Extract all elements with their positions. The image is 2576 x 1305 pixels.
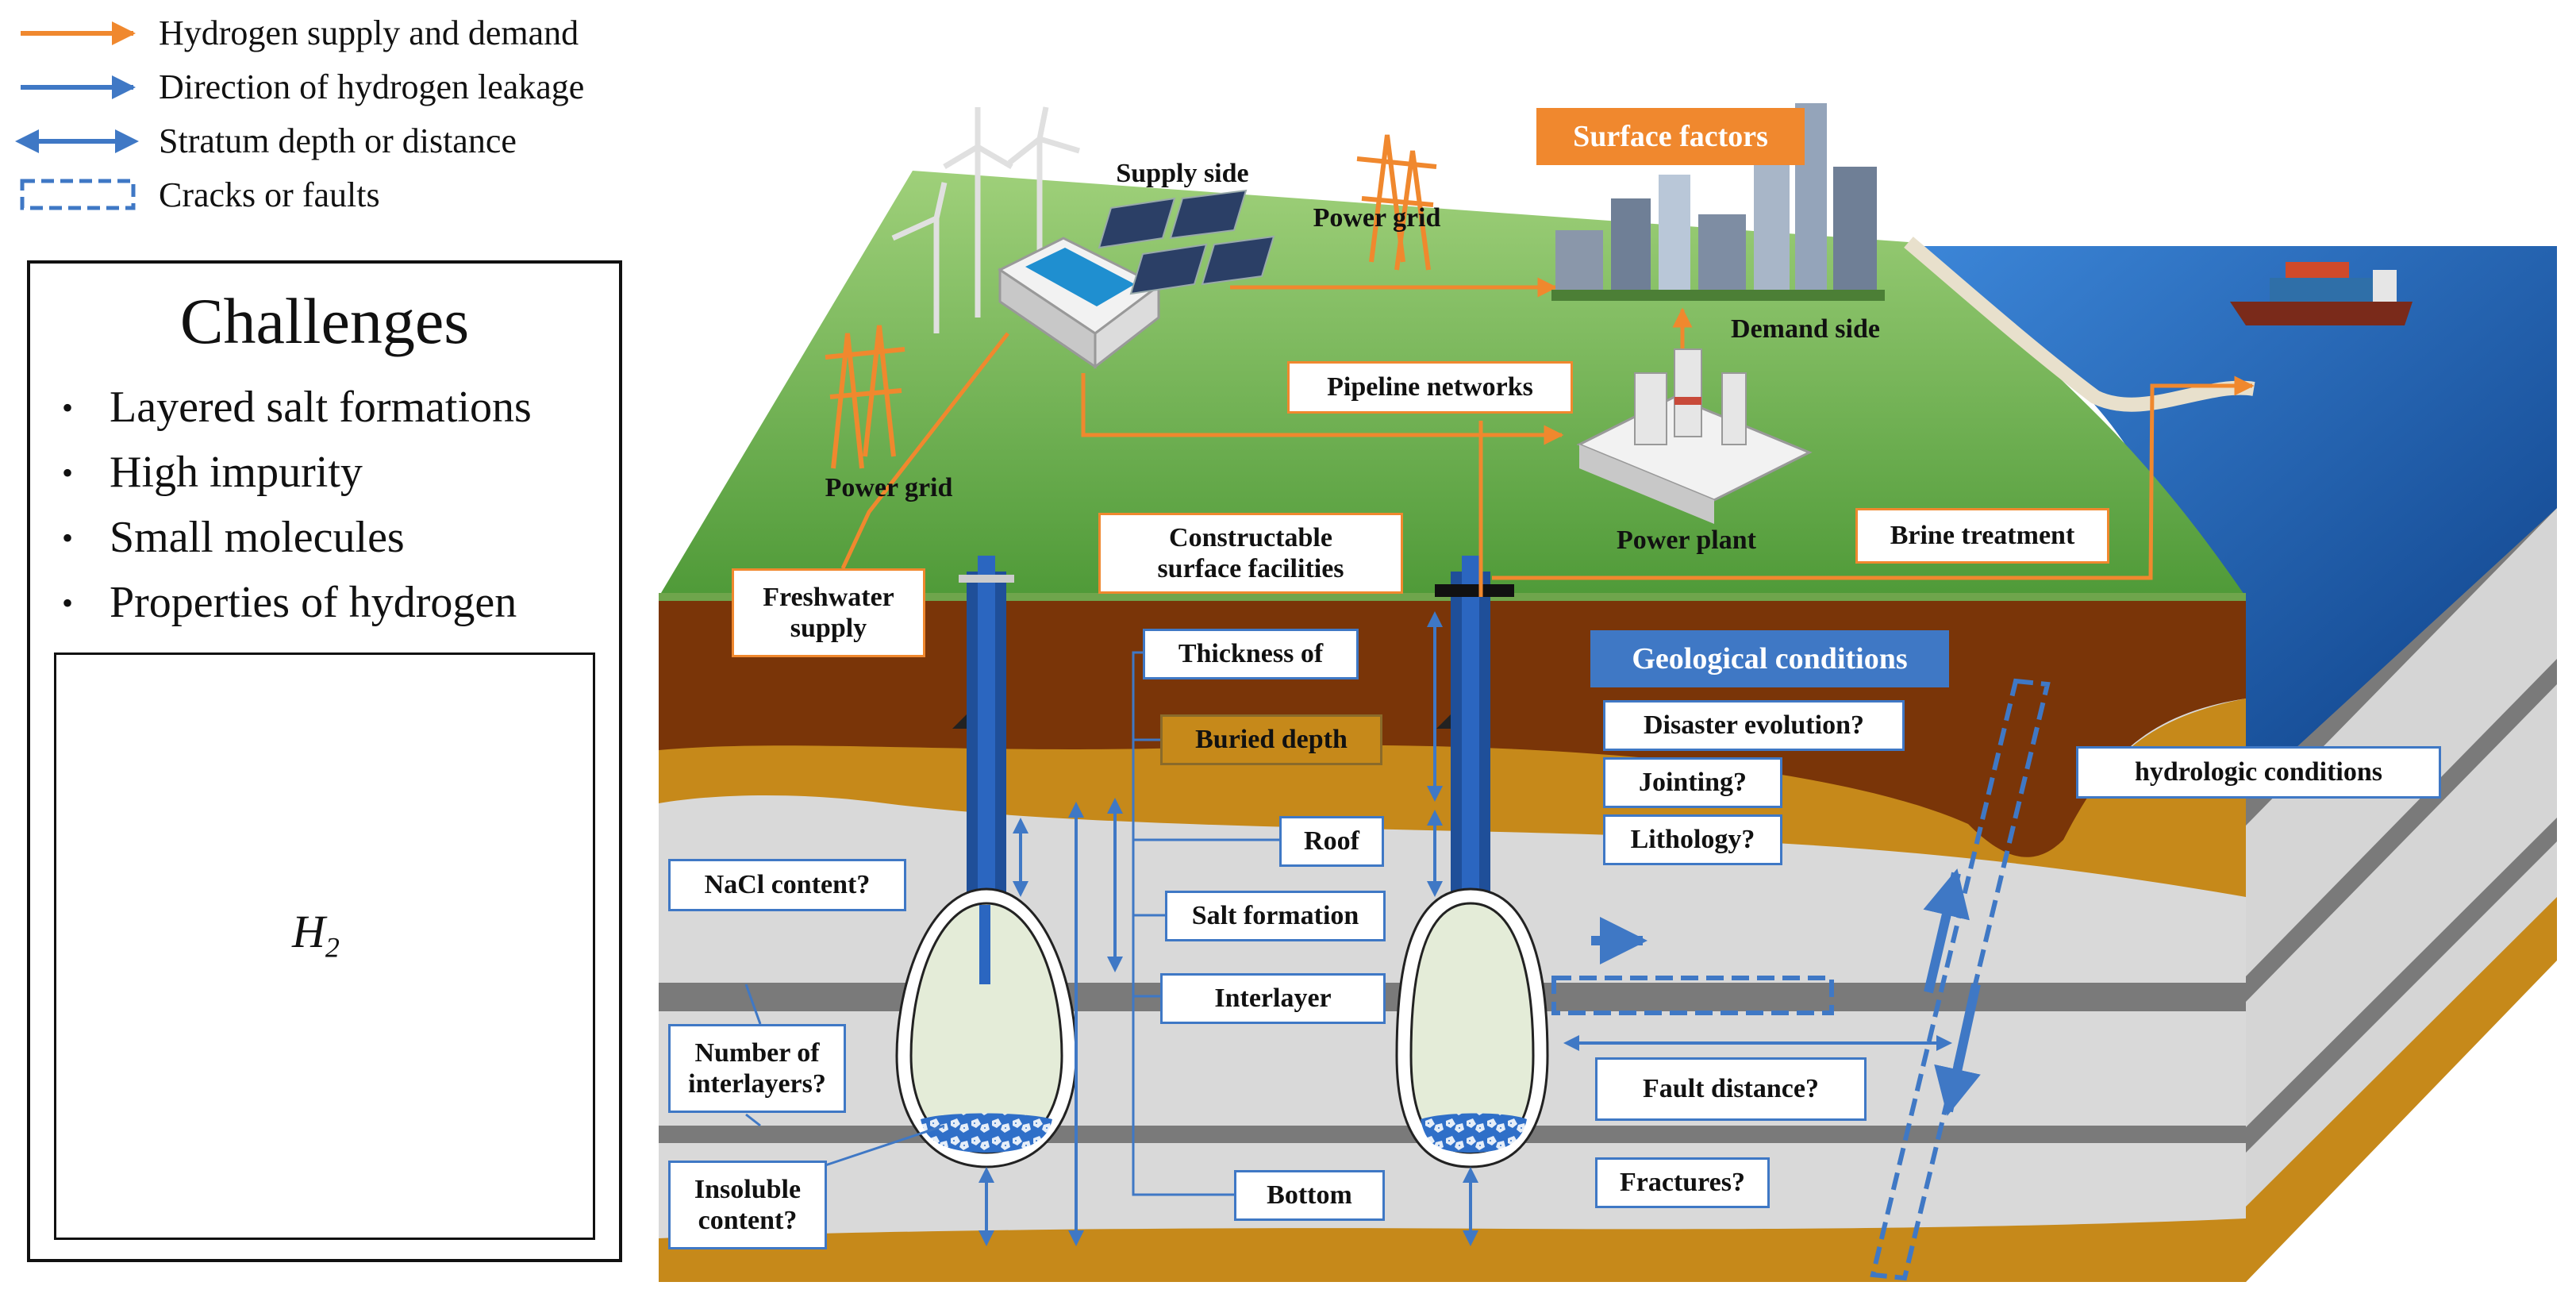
- sea: [1913, 246, 2557, 794]
- number-of-interlayers-label: Number of interlayers?: [668, 1024, 846, 1113]
- salt-formation-label: Salt formation: [1165, 891, 1386, 941]
- power-grid-top-label: Power grid: [1313, 203, 1441, 233]
- lithology-label: Lithology?: [1603, 814, 1782, 865]
- challenges-panel: Challenges •Layered salt formations •Hig…: [27, 260, 622, 1262]
- city-skyline-icon: [1551, 103, 1885, 301]
- demand-side-label: Demand side: [1731, 314, 1880, 345]
- dimension-arrows: [978, 611, 1952, 1246]
- challenge-item: •Layered salt formations: [62, 383, 532, 432]
- pipeline-networks-label: Pipeline networks: [1287, 361, 1573, 414]
- bottom-label: Bottom: [1234, 1170, 1385, 1221]
- solar-panels-icon: [1098, 189, 1275, 295]
- nacl-content-label: NaCl content?: [668, 859, 906, 911]
- disaster-evolution-label: Disaster evolution?: [1603, 700, 1905, 751]
- interlayer-label: Interlayer: [1160, 973, 1386, 1024]
- fault-zone: [1551, 678, 2051, 1281]
- jointing-label: Jointing?: [1603, 757, 1782, 808]
- legend-label-cracks: Cracks or faults: [159, 175, 380, 214]
- coastline: [1904, 237, 2255, 412]
- label-connectors: [744, 651, 1279, 1196]
- surface-factors-header: Surface factors: [1536, 108, 1805, 165]
- fault-distance-label: Fault distance?: [1595, 1057, 1867, 1121]
- geological-conditions-header: Geological conditions: [1590, 630, 1949, 687]
- thickness-label: Thickness of: [1143, 629, 1359, 679]
- cavern-illustration-frame: [54, 652, 595, 1240]
- power-grid-left-label: Power grid: [825, 473, 953, 503]
- hydrologic-conditions-label: hydrologic conditions: [2076, 746, 2441, 799]
- power-plant-label: Power plant: [1617, 525, 1756, 556]
- power-grid-tower-icon: [825, 134, 1437, 469]
- constructable-facilities-label: Constructable surface facilities: [1098, 513, 1403, 594]
- legend-label-depth: Stratum depth or distance: [159, 121, 517, 160]
- electrolyzer-station-icon: [998, 237, 1161, 370]
- brine-treatment-label: Brine treatment: [1855, 508, 2109, 564]
- supply-side-label: Supply side: [1116, 159, 1249, 189]
- well-left: [895, 556, 1078, 1168]
- challenge-item: •Small molecules: [62, 513, 405, 562]
- insoluble-content-label: Insoluble content?: [668, 1161, 827, 1249]
- well-right: [1395, 556, 1549, 1168]
- challenge-item: •Properties of hydrogen: [62, 578, 517, 627]
- legend-label-leakage: Direction of hydrogen leakage: [159, 67, 585, 106]
- fractures-label: Fractures?: [1595, 1157, 1770, 1208]
- challenges-list: •Layered salt formations •High impurity …: [62, 375, 532, 635]
- buried-depth-label: Buried depth: [1160, 714, 1382, 765]
- power-plant-icon: [1576, 348, 1813, 524]
- legend-label-supply: Hydrogen supply and demand: [159, 13, 579, 52]
- cargo-ship-icon: [2230, 262, 2413, 325]
- freshwater-supply-label: Freshwater supply: [732, 568, 925, 657]
- supply-lines: [840, 277, 2255, 597]
- h2-label: H2: [292, 906, 340, 964]
- roof-label: Roof: [1279, 816, 1384, 867]
- legend-dashed-box-icon: [20, 179, 136, 210]
- legend: [14, 21, 139, 210]
- challenges-title: Challenges: [179, 285, 470, 357]
- challenge-item: •High impurity: [62, 448, 363, 497]
- wind-turbine-icon: [891, 106, 1081, 333]
